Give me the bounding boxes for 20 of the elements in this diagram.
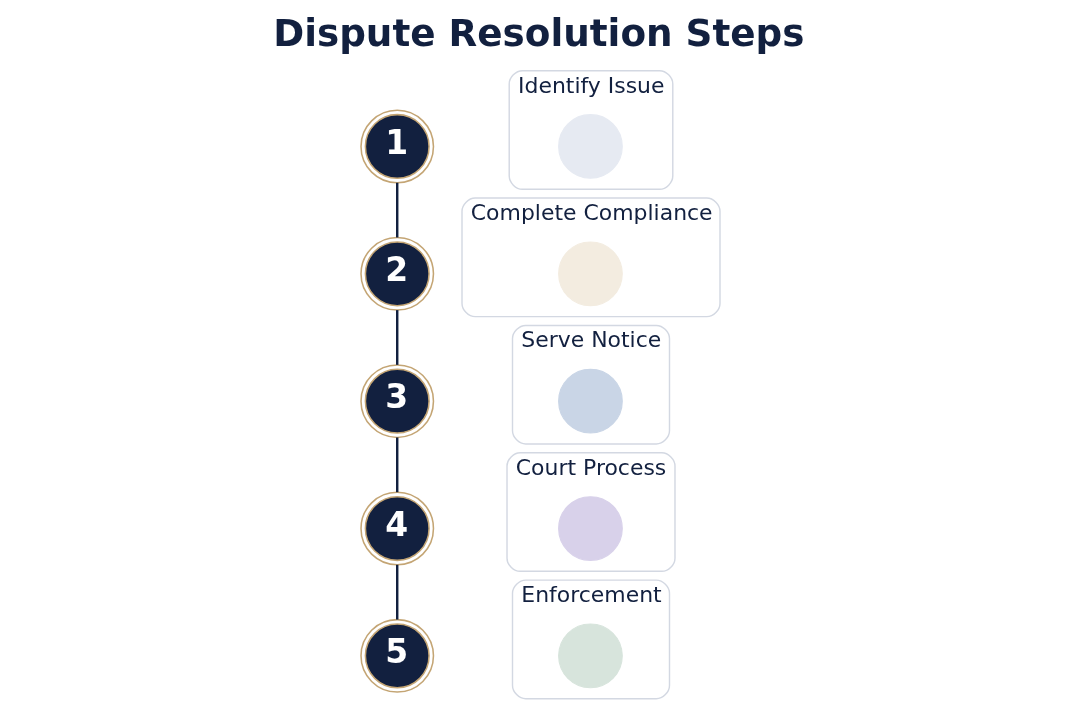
node-circle bbox=[557, 496, 623, 561]
cluster: Court Process bbox=[505, 452, 676, 573]
cluster: Serve Notice bbox=[511, 324, 670, 445]
node-circle bbox=[557, 368, 623, 434]
node-circle bbox=[557, 241, 623, 307]
diagram-title: Dispute Resolution Steps bbox=[272, 10, 805, 55]
cluster: Complete Compliance bbox=[460, 197, 721, 318]
node-circle: 3 bbox=[359, 364, 434, 439]
connector bbox=[395, 437, 398, 493]
connector bbox=[395, 182, 398, 238]
node-circle bbox=[557, 623, 623, 689]
cluster: Identify Issue bbox=[508, 70, 673, 190]
node-circle: 4 bbox=[359, 491, 434, 566]
node-circle: 1 bbox=[359, 109, 434, 184]
cluster: Enforcement bbox=[511, 579, 670, 700]
node-circle: 2 bbox=[359, 236, 434, 311]
node-circle bbox=[557, 114, 623, 179]
connector bbox=[395, 564, 398, 620]
connector bbox=[395, 310, 398, 365]
node-circle: 5 bbox=[359, 618, 434, 693]
